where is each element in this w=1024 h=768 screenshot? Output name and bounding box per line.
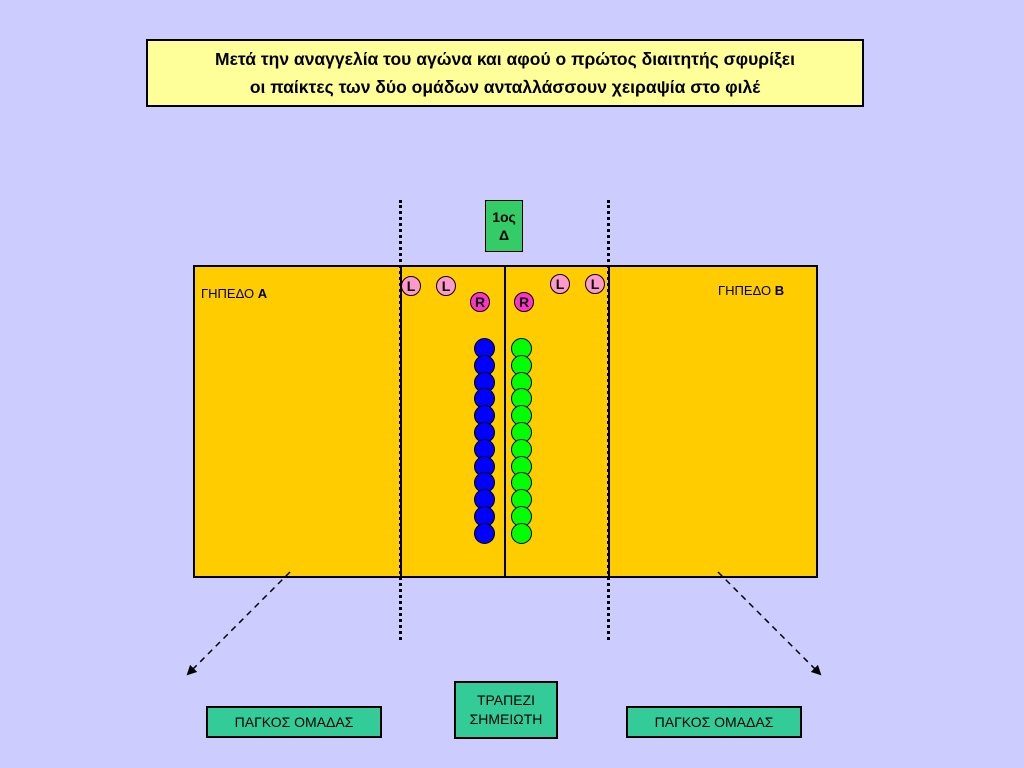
instruction-caption: Μετά την αναγγελία του αγώνα και αφού ο …	[146, 39, 864, 107]
caption-line-1: Μετά την αναγγελία του αγώνα και αφού ο …	[215, 49, 795, 69]
team-bench-left: ΠΑΓΚΟΣ ΟΜΑΔΑΣ	[206, 706, 382, 738]
caption-line-2: οι παίκτες των δύο ομάδων ανταλλάσσουν χ…	[249, 77, 761, 97]
team-a-player	[474, 522, 495, 544]
r-tag-b: R	[514, 292, 534, 312]
court-a-letter: A	[257, 286, 268, 301]
libero-tag-b2: L	[585, 274, 605, 294]
court-a-prefix: ΓΗΠΕΔΟ	[201, 286, 255, 301]
bench-right-label: ΠΑΓΚΟΣ ΟΜΑΔΑΣ	[654, 713, 774, 730]
referee-line-1: 1ος	[492, 209, 516, 225]
court-b-letter: B	[774, 283, 785, 298]
r-tag-a: R	[470, 292, 490, 312]
score-table-line-2: ΣΗΜΕΙΩΤΗ	[469, 711, 543, 727]
arrow-to-right-bench	[717, 571, 822, 676]
court-a-label: ΓΗΠΕΔΟ A	[201, 286, 267, 301]
arrow-to-left-bench	[186, 571, 291, 676]
referee-line-2: Δ	[498, 227, 510, 243]
score-table-box: ΤΡΑΠΕΖΙ ΣΗΜΕΙΩΤΗ	[454, 681, 558, 739]
court-b-prefix: ΓΗΠΕΔΟ	[718, 283, 772, 298]
score-table-line-1: ΤΡΑΠΕΖΙ	[476, 692, 536, 708]
bench-left-label: ΠΑΓΚΟΣ ΟΜΑΔΑΣ	[234, 713, 354, 730]
court-b-label: ΓΗΠΕΔΟ B	[718, 283, 784, 298]
team-bench-right: ΠΑΓΚΟΣ ΟΜΑΔΑΣ	[626, 706, 802, 738]
libero-tag-a1: L	[401, 276, 421, 296]
net-center-line	[504, 265, 506, 578]
dotted-line-right	[607, 200, 610, 640]
dotted-line-left	[399, 200, 402, 640]
libero-tag-a2: L	[436, 276, 456, 296]
libero-tag-b1: L	[550, 274, 570, 294]
first-referee-box: 1ος Δ	[485, 200, 523, 252]
team-b-player	[511, 522, 532, 544]
